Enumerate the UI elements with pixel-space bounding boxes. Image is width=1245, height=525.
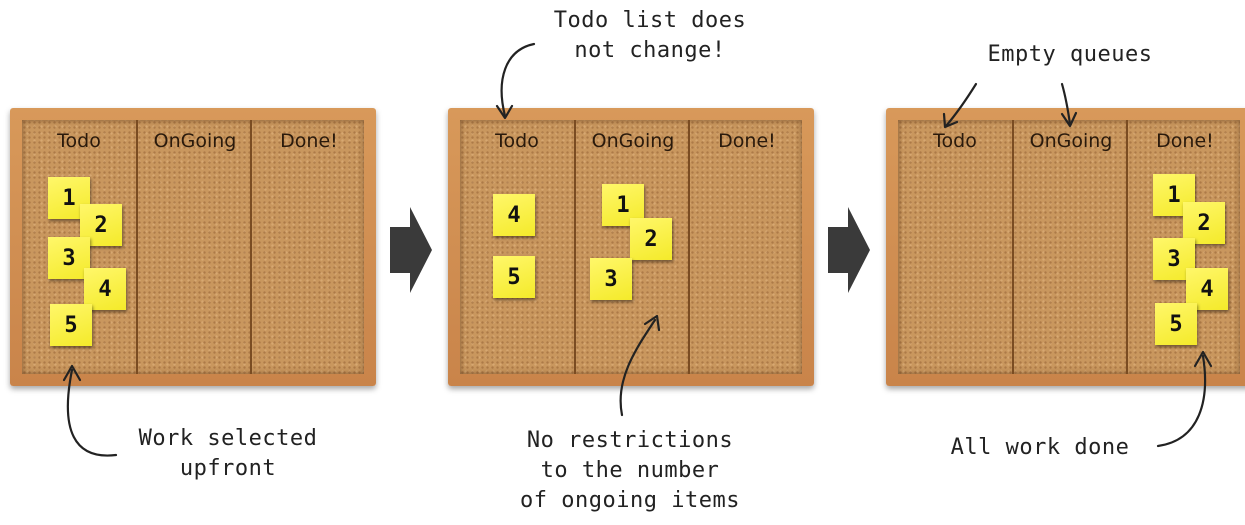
curved-arrow-icon [500,42,536,118]
annotation-work-selected: Work selected upfront [108,424,348,484]
curved-arrow-icon [944,82,978,128]
annotation-todo-unchanged: Todo list does not change! [520,6,780,66]
sticky-note: 4 [493,194,535,236]
sticky-note: 5 [50,304,92,346]
annotation-line: Work selected [138,426,318,451]
column-header-ongoing: OnGoing [591,130,675,152]
sticky-note: 2 [630,218,672,260]
kanban-board-1: Todo OnGoing Done! 1 2 3 4 5 [10,108,376,386]
column-header-done: Done! [280,130,338,152]
corkboard-3: Todo OnGoing Done! 1 2 3 4 5 [898,120,1240,374]
column-header-todo: Todo [495,130,539,152]
kanban-board-3: Todo OnGoing Done! 1 2 3 4 5 [886,108,1245,386]
annotation-line: upfront [179,456,277,481]
sticky-note: 3 [590,258,632,300]
column-todo: Todo [460,120,574,374]
column-done: Done! [249,120,366,374]
sticky-note: 5 [1155,303,1197,345]
curved-arrow-icon [619,318,657,417]
annotation-line: Todo list does [553,8,747,33]
column-ongoing: OnGoing [135,120,252,374]
column-header-todo: Todo [57,130,101,152]
column-header-ongoing: OnGoing [1029,130,1113,152]
annotation-empty-queues: Empty queues [987,42,1153,67]
corkboard-2: Todo OnGoing Done! 4 5 1 2 3 [460,120,802,374]
sticky-note: 1 [602,184,644,226]
curved-arrow-icon [66,368,118,457]
column-todo: Todo [898,120,1012,374]
annotation-line: of ongoing items [520,488,740,513]
column-done: Done! [687,120,804,374]
annotation-line: No restrictions [526,428,734,453]
transition-arrow-icon [390,207,432,293]
column-header-ongoing: OnGoing [153,130,237,152]
annotation-all-work-done: All work done [950,435,1130,460]
transition-arrow-icon [828,207,870,293]
sticky-note: 3 [48,237,90,279]
column-todo: Todo [22,120,136,374]
sticky-note: 4 [84,268,126,310]
annotation-line: to the number [540,458,720,483]
kanban-board-2: Todo OnGoing Done! 4 5 1 2 3 [448,108,814,386]
column-header-todo: Todo [933,130,977,152]
curved-arrow-icon [1060,82,1072,126]
column-done: Done! [1125,120,1242,374]
column-ongoing: OnGoing [573,120,690,374]
corkboard-1: Todo OnGoing Done! 1 2 3 4 5 [22,120,364,374]
sticky-note: 2 [1183,202,1225,244]
annotation-no-restrictions: No restrictions to the number of ongoing… [480,426,780,516]
sticky-note: 3 [1153,238,1195,280]
column-header-done: Done! [718,130,776,152]
sticky-note: 5 [493,256,535,298]
annotation-line: not change! [574,38,726,63]
column-ongoing: OnGoing [1011,120,1128,374]
column-header-done: Done! [1156,130,1214,152]
curved-arrow-icon [1156,354,1207,448]
